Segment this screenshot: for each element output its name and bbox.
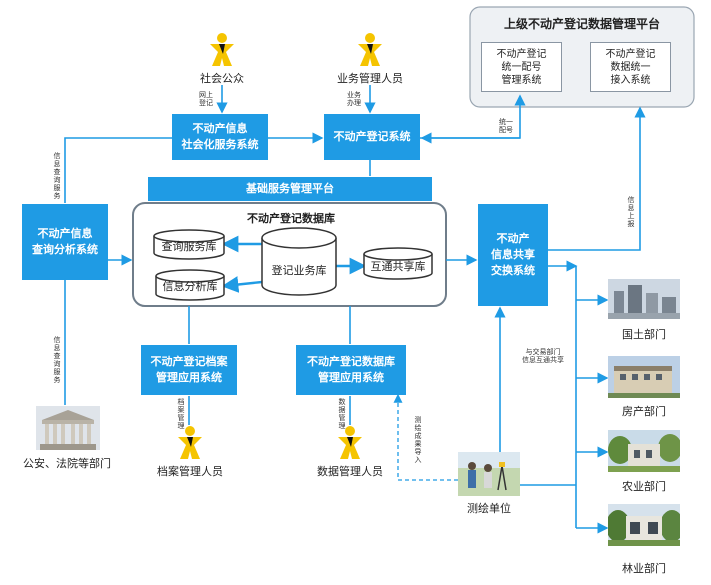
archive-staff-label: 档案管理人员 bbox=[157, 465, 223, 478]
database-title: 不动产登记数据库 bbox=[247, 212, 335, 225]
forestry-dept-label: 林业部门 bbox=[622, 562, 666, 575]
agriculture-dept-label: 农业部门 bbox=[622, 480, 666, 493]
business-lib-cylinder bbox=[261, 227, 337, 296]
agriculture-dept-image bbox=[608, 430, 680, 472]
business-lib-label: 登记业务库 bbox=[271, 264, 327, 277]
survey-unit-image bbox=[458, 452, 520, 496]
info-query-service-top-label: 信息查询服务 bbox=[53, 152, 61, 200]
police-court-label: 公安、法院等部门 bbox=[23, 457, 111, 470]
share-lib-cylinder bbox=[363, 247, 433, 280]
data-staff-person-icon bbox=[338, 426, 362, 459]
connector-lines bbox=[64, 85, 646, 534]
unified-number-label: 统一 配号 bbox=[499, 118, 513, 134]
query-lib-cylinder bbox=[153, 229, 225, 260]
base-platform: 基础服务管理平台 bbox=[148, 177, 432, 201]
survey-import-label: 测绘成果导入 bbox=[414, 416, 422, 464]
online-register-label: 网上 登记 bbox=[199, 91, 213, 107]
survey-unit-label: 测绘单位 bbox=[467, 502, 511, 515]
info-query-service-bottom-label: 信息查询服务 bbox=[53, 336, 61, 384]
data-staff-label: 数据管理人员 bbox=[317, 465, 383, 478]
business-staff-label: 业务管理人员 bbox=[337, 72, 403, 85]
info-report-label: 信息上报 bbox=[627, 196, 635, 228]
public-person-icon bbox=[210, 33, 234, 66]
business-staff-person-icon bbox=[358, 33, 382, 66]
exchange-system: 不动产 信息共享 交换系统 bbox=[478, 204, 548, 306]
land-dept-label: 国土部门 bbox=[622, 328, 666, 341]
platform-access-system: 不动产登记 数据统一 接入系统 bbox=[590, 42, 671, 92]
archive-staff-person-icon bbox=[178, 426, 202, 459]
housing-dept-image bbox=[608, 356, 680, 398]
archive-app-system: 不动产登记档案 管理应用系统 bbox=[141, 345, 237, 395]
analysis-lib-cylinder bbox=[155, 269, 225, 301]
data-manage-label: 数据管理 bbox=[338, 398, 346, 430]
survey-import-line bbox=[393, 393, 458, 481]
forestry-dept-image bbox=[608, 504, 680, 546]
police-court-building-image bbox=[36, 406, 100, 450]
db-app-system: 不动产登记数据库 管理应用系统 bbox=[296, 345, 406, 395]
platform-title: 上级不动产登记数据管理平台 bbox=[503, 17, 660, 31]
public-label: 社会公众 bbox=[200, 72, 244, 85]
archive-manage-label: 档案管理 bbox=[177, 398, 185, 430]
platform-numbering-system: 不动产登记 统一配号 管理系统 bbox=[481, 42, 562, 92]
land-dept-image bbox=[608, 279, 680, 319]
query-analysis-system: 不动产信息 查询分析系统 bbox=[22, 204, 108, 280]
dept-share-label: 与交易部门 信息互通共享 bbox=[522, 348, 564, 364]
share-lib-label: 互通共享库 bbox=[370, 260, 426, 273]
housing-dept-label: 房产部门 bbox=[622, 405, 666, 418]
analysis-lib-label: 信息分析库 bbox=[162, 280, 218, 293]
business-handle-label: 业务 办理 bbox=[347, 91, 361, 107]
query-lib-label: 查询服务库 bbox=[161, 240, 217, 253]
social-service-system: 不动产信息 社会化服务系统 bbox=[172, 114, 268, 160]
registration-system: 不动产登记系统 bbox=[324, 114, 420, 160]
